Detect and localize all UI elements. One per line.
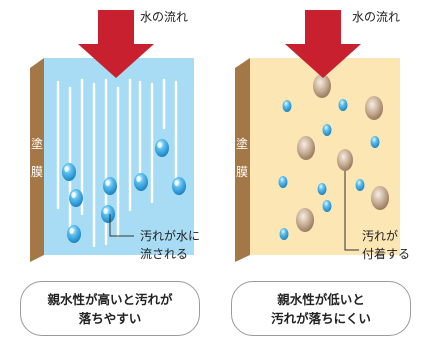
water-droplet-icon [103, 177, 117, 195]
right-panel: 水の流れ 塗 膜 汚れが 付着する [235, 10, 410, 262]
right-dirt-spots [296, 74, 389, 232]
right-coating-char-1: 塗 [236, 136, 248, 151]
water-flow-arrow-icon [78, 10, 154, 78]
right-water-droplets [278, 99, 380, 240]
water-droplet-icon [155, 139, 169, 157]
right-callout-line-1: 汚れが [362, 228, 398, 243]
water-droplet-icon [67, 225, 81, 243]
water-droplet-icon [322, 200, 332, 212]
water-droplet-icon [134, 173, 148, 191]
left-flow-label: 水の流れ [140, 10, 188, 24]
right-coating-side [235, 58, 250, 262]
right-callout-line-2: 付着する [362, 246, 410, 261]
left-water-streaks [56, 78, 178, 248]
left-caption-line-2: 落ちやすい [78, 310, 142, 326]
left-coating-char-1: 塗 [31, 136, 43, 151]
water-droplet-icon [69, 189, 83, 207]
water-droplet-icon [279, 228, 289, 240]
dirt-spot-icon [296, 208, 314, 232]
water-droplet-icon [322, 124, 332, 136]
left-callout-line [109, 214, 134, 237]
water-droplet-icon [370, 136, 380, 148]
right-caption-line-2: 汚れが落ちにくい [271, 310, 371, 326]
water-flow-arrow-icon [285, 10, 361, 78]
dirt-spot-icon [337, 149, 353, 171]
left-panel: 水の流れ 塗 膜 汚れが水に 流される [30, 10, 200, 262]
dirt-spot-icon [371, 186, 389, 210]
water-droplet-icon [101, 205, 115, 223]
water-droplet-icon [172, 177, 186, 195]
water-droplet-icon [317, 183, 327, 195]
right-flow-label: 水の流れ [352, 10, 400, 24]
left-caption-line-1: 親水性が高いと汚れが [47, 291, 173, 307]
water-droplet-icon [338, 99, 348, 111]
right-caption-line-1: 親水性が低いと [277, 291, 365, 307]
water-droplet-icon [282, 100, 292, 112]
left-callout-line-2: 流される [140, 247, 188, 261]
water-droplet-icon [62, 163, 76, 181]
right-callout-line [344, 171, 359, 251]
dirt-spot-icon [313, 74, 331, 98]
dirt-spot-icon [297, 136, 315, 160]
right-coating-char-2: 膜 [236, 165, 248, 179]
left-coating-side [30, 58, 44, 262]
water-droplet-icon [278, 176, 288, 188]
left-coating-char-2: 膜 [31, 165, 43, 179]
right-caption-box: 親水性が低いと 汚れが落ちにくい [231, 281, 411, 336]
left-callout-line-1: 汚れが水に [140, 228, 200, 243]
left-caption-box: 親水性が高いと汚れが 落ちやすい [20, 281, 200, 336]
dirt-spot-icon [365, 96, 383, 120]
water-droplet-icon [355, 179, 365, 191]
left-water-droplets [62, 139, 186, 243]
